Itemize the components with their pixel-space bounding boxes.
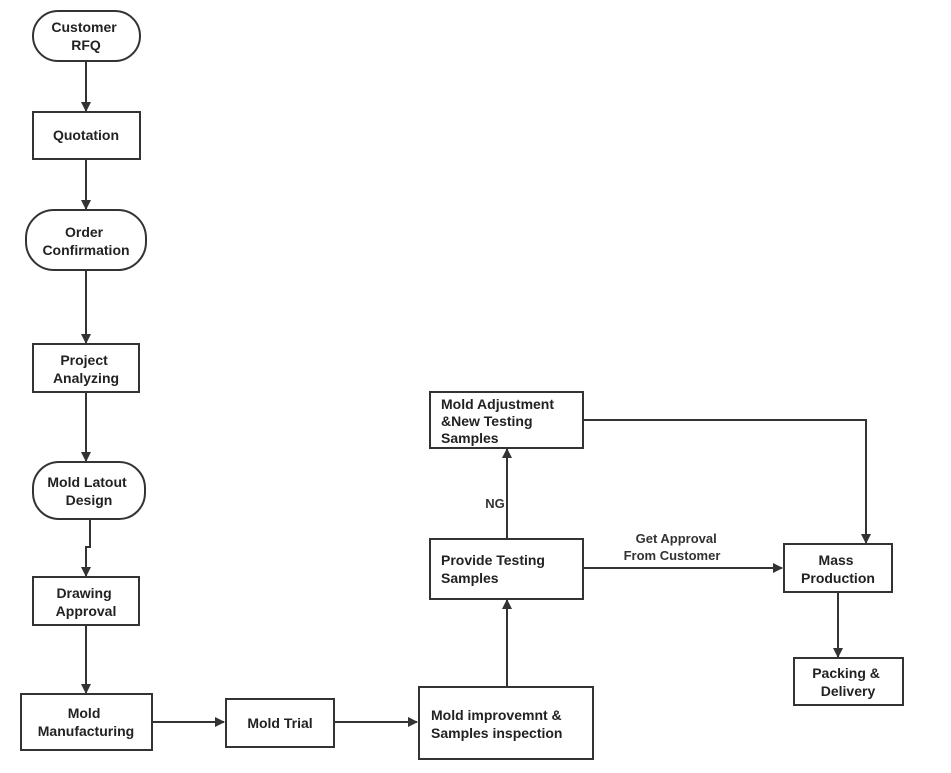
svg-text:Mold Manufacturing: Mold Manufacturing [38,705,134,739]
node-project-analyzing: Project Analyzing [32,343,140,393]
svg-text:Packing & Delivery: Packing & Delivery [812,665,884,699]
node-mold-layout-design: Mold Latout Design [32,461,146,520]
node-mold-trial: Mold Trial [225,698,335,748]
edge-label-ng: NG [485,496,505,511]
svg-text:Quotation: Quotation [53,127,119,143]
node-customer-rfq: Customer RFQ [32,10,141,62]
edges [81,61,871,727]
svg-text:Mold improvemnt & Samp: Mold improvemnt & Samples inspection [431,707,566,741]
node-mold-manufacturing: Mold Manufacturing [20,693,153,751]
edge-adjustment-to-mass-production [583,419,871,544]
svg-text:Mold Latout Design: Mold Latout Design [47,474,130,508]
svg-text:Mold Adjustment &New T: Mold Adjustment &New Testing Samples [441,396,558,446]
edge-label-approval: Get Approval From Customer [624,531,721,563]
nodes: Customer RFQ Quotation Order Confirmatio… [20,10,904,760]
edge-layout-to-drawing [81,519,91,577]
svg-text:Project Analyzing: Project Analyzing [53,352,119,386]
svg-text:Customer RFQ: Customer RFQ [51,19,120,53]
svg-text:Mass Production: Mass Production [801,552,875,586]
node-mass-production: Mass Production [783,543,893,593]
svg-text:Mold Trial: Mold Trial [247,715,312,731]
svg-text:Provide Testing Sample: Provide Testing Samples [441,552,549,586]
edge-labels: NG Get Approval From Customer [485,496,720,563]
node-mold-adjustment: Mold Adjustment &New Testing Samples [429,391,584,449]
node-order-confirmation: Order Confirmation [25,209,147,271]
node-mold-improvement: Mold improvemnt & Samples inspection [418,686,594,760]
node-drawing-approval: Drawing Approval [32,576,140,626]
node-provide-testing-samples: Provide Testing Samples [429,538,584,600]
svg-text:Drawing Approval: Drawing Approval [56,585,117,619]
node-quotation: Quotation [32,111,141,160]
node-packing-delivery: Packing & Delivery [793,657,904,706]
svg-text:Order Confirmation: Order Confirmation [42,224,129,258]
